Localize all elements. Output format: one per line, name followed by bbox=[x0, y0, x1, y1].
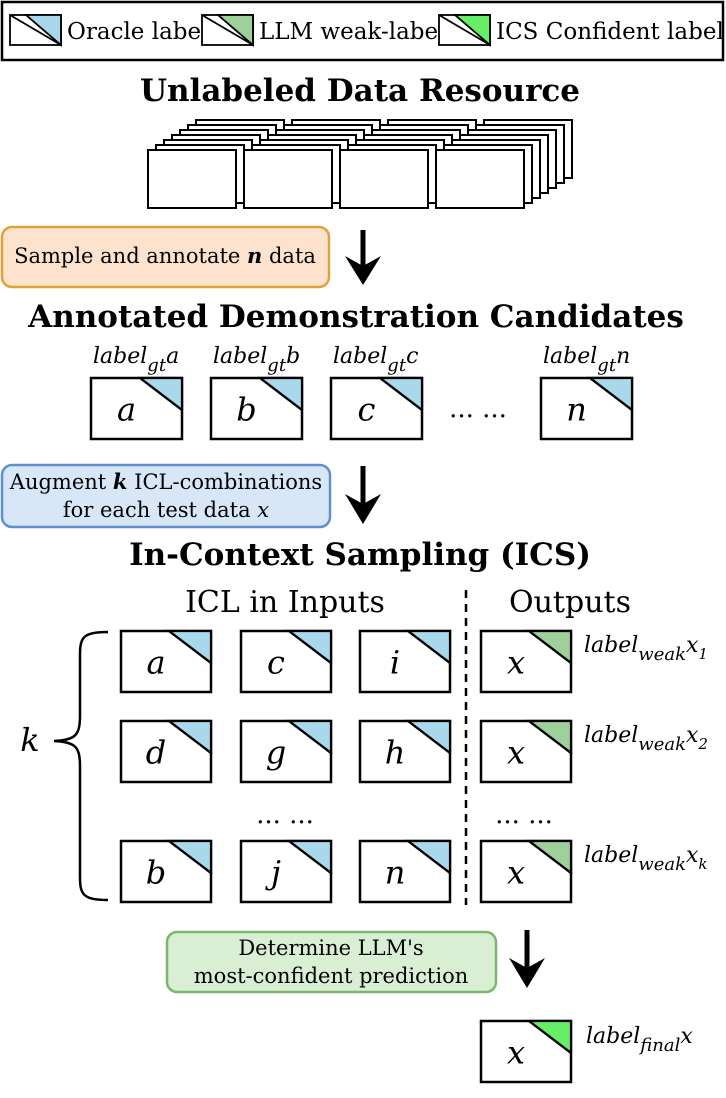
row-ellipsis-outputs: ... ... bbox=[495, 800, 553, 830]
legend-confident-swatch bbox=[438, 14, 491, 47]
card-letter: c bbox=[358, 391, 376, 429]
icl-input-card-j: j bbox=[239, 839, 333, 904]
card-letter: b bbox=[236, 391, 256, 429]
oracle-swatch-fill bbox=[23, 14, 62, 47]
card-letter: x bbox=[507, 734, 525, 772]
k-brace bbox=[53, 630, 109, 902]
card-letter: i bbox=[390, 644, 400, 682]
candidate-label-b: labelgtb bbox=[213, 344, 300, 376]
icl-input-card-g: g bbox=[239, 719, 333, 784]
candidate-ellipsis: ... ... bbox=[449, 394, 507, 424]
heading-icl-inputs: ICL in Inputs bbox=[185, 585, 385, 620]
card-letter: g bbox=[266, 734, 286, 772]
final-card: x labelfinalx bbox=[479, 1019, 693, 1084]
arrow-down-determine-icon bbox=[509, 930, 545, 988]
weak-label-row-2: labelweakx2 bbox=[584, 723, 708, 755]
icl-input-card-n: n bbox=[358, 839, 452, 904]
sample-step-text: Sample and annotate n data bbox=[14, 243, 316, 268]
heading-outputs: Outputs bbox=[509, 585, 631, 620]
card-letter: n bbox=[566, 391, 587, 429]
augment-step-box bbox=[0, 463, 332, 529]
candidate-label-c: labelgtc bbox=[333, 344, 418, 376]
unlabeled-data-stacks bbox=[147, 119, 573, 209]
augment-step-line1: Augment k ICL-combinations bbox=[9, 469, 322, 494]
card-letter: a bbox=[146, 644, 165, 682]
confident-swatch-fill bbox=[452, 14, 491, 47]
candidate-card-a: a bbox=[89, 376, 184, 441]
icl-input-card-b: b bbox=[119, 839, 213, 904]
candidate-label-a: labelgta bbox=[93, 344, 179, 376]
output-card-row-1: x bbox=[479, 629, 573, 694]
output-card-row-3: x bbox=[479, 839, 573, 904]
icl-input-card-c: c bbox=[239, 629, 333, 694]
augment-step-line2: for each test data x bbox=[63, 498, 269, 522]
legend-weak-label: LLM weak-label bbox=[259, 19, 445, 45]
icl-input-card-a: a bbox=[119, 629, 213, 694]
output-card-row-2: x bbox=[479, 719, 573, 784]
weak-label-row-1: labelweakx1 bbox=[584, 633, 708, 665]
card-letter: d bbox=[146, 734, 166, 772]
card-letter: b bbox=[146, 854, 166, 892]
arrow-down-augment-icon bbox=[345, 466, 381, 524]
icl-input-card-d: d bbox=[119, 719, 213, 784]
weak-label-row-3: labelweakxk bbox=[584, 843, 708, 875]
heading-unlabeled: Unlabeled Data Resource bbox=[140, 73, 580, 109]
card-letter: x bbox=[507, 1034, 525, 1072]
legend-oracle-label: Oracle label bbox=[67, 19, 208, 45]
brace-label-k: k bbox=[20, 721, 39, 759]
icl-input-card-i: i bbox=[358, 629, 452, 694]
legend-weak-swatch bbox=[201, 14, 254, 47]
ics-grid: a c i x labelweakx1 d g h x labelweakx2 b j n x labelw… bbox=[119, 629, 708, 904]
final-output-card: x bbox=[479, 1019, 573, 1084]
heading-annotated: Annotated Demonstration Candidates bbox=[27, 299, 684, 335]
legend-oracle-swatch bbox=[9, 14, 62, 47]
heading-ics: In-Context Sampling (ICS) bbox=[129, 537, 591, 573]
legend-confident-label: ICS Confident label bbox=[496, 19, 724, 45]
candidate-card-n: n bbox=[539, 376, 634, 441]
arrow-down-sample-icon bbox=[345, 230, 381, 285]
candidate-card-b: b bbox=[209, 376, 304, 441]
candidate-cards: a labelgta b labelgtb c labelgtc n labelgtn bbox=[89, 344, 634, 441]
row-ellipsis-inputs: ... ... bbox=[256, 800, 314, 830]
weak-swatch-fill bbox=[215, 14, 254, 47]
icl-input-card-h: h bbox=[358, 719, 452, 784]
card-letter: c bbox=[267, 644, 285, 682]
candidate-card-c: c bbox=[329, 376, 424, 441]
determine-step-line2: most-confident prediction bbox=[194, 964, 468, 988]
card-letter: h bbox=[385, 734, 406, 772]
determine-step-box bbox=[165, 930, 498, 994]
candidate-label-n: labelgtn bbox=[543, 344, 630, 376]
final-label: labelfinalx bbox=[586, 1024, 693, 1056]
card-letter: x bbox=[507, 644, 525, 682]
data-stack bbox=[435, 119, 573, 209]
sample-step-box bbox=[0, 225, 331, 289]
card-letter: n bbox=[385, 854, 406, 892]
legend-frame bbox=[0, 0, 725, 62]
card-letter: x bbox=[507, 854, 525, 892]
legend: Oracle label LLM weak-label ICS Confiden… bbox=[0, 0, 725, 62]
determine-step-line1: Determine LLM's bbox=[238, 936, 423, 960]
card-letter: a bbox=[117, 391, 136, 429]
